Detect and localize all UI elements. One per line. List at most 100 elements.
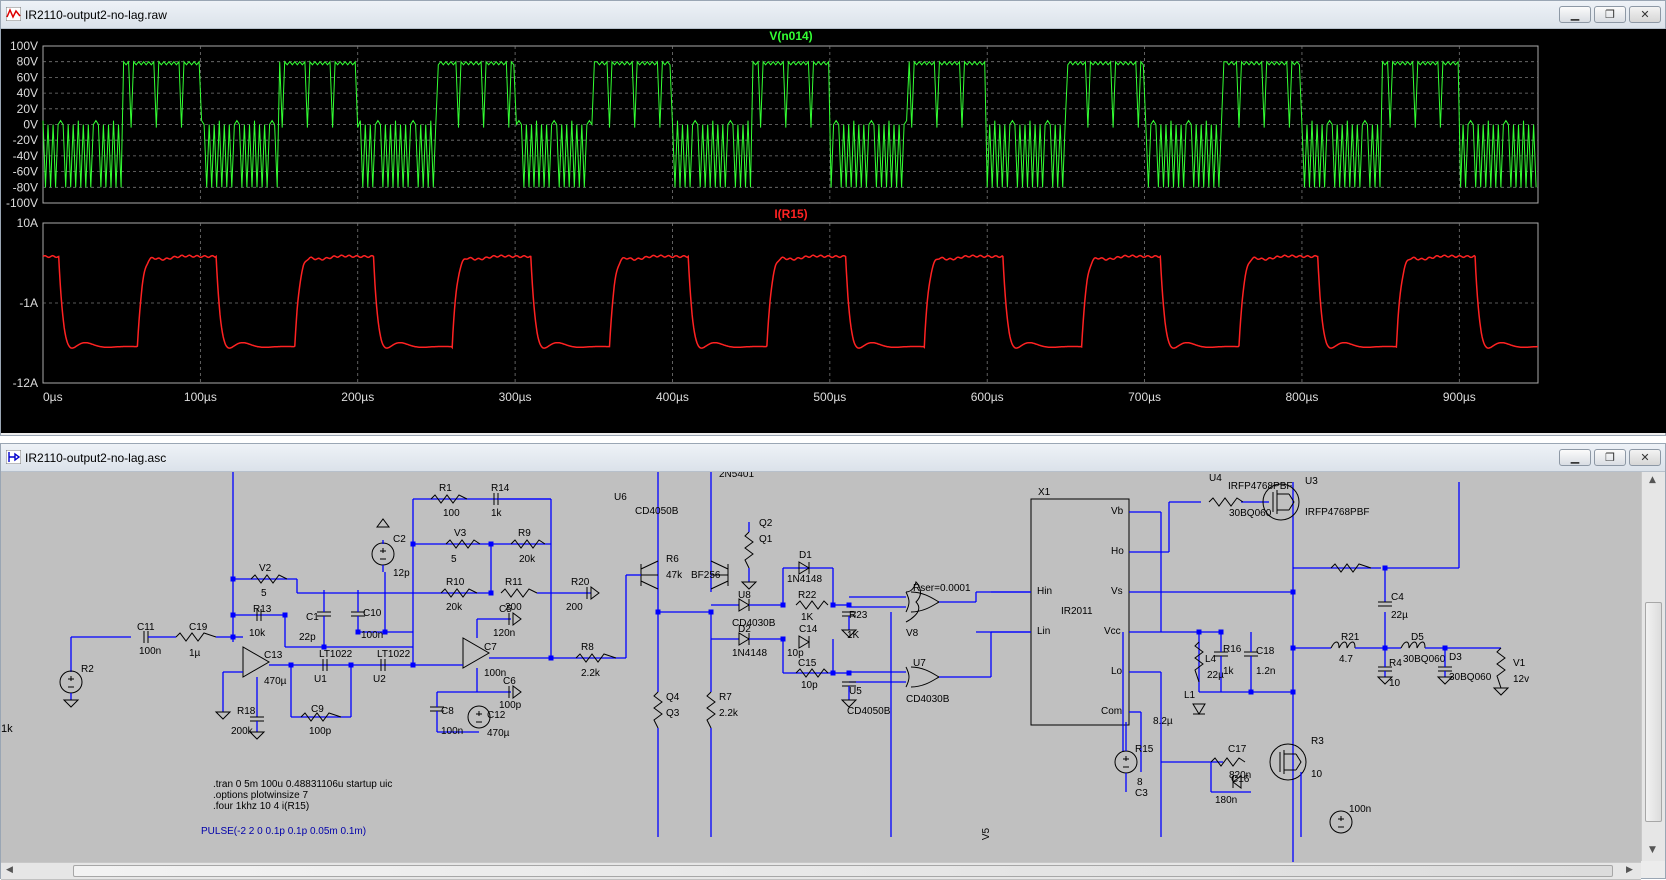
schematic-label: U7 bbox=[913, 658, 926, 669]
c7-ground-symbol bbox=[512, 612, 522, 626]
spice-directive: .four 1khz 10 4 i(R15) bbox=[213, 801, 309, 812]
voltage-y-tick: 100V bbox=[10, 39, 38, 53]
schematic-horizontal-scrollbar[interactable]: ◀ ▶ bbox=[1, 862, 1641, 879]
schematic-minimize-button[interactable]: ▁ bbox=[1559, 449, 1591, 466]
schematic-label: C2 bbox=[393, 534, 406, 545]
waveform-window-title: IR2110-output2-no-lag.raw bbox=[25, 8, 167, 22]
spice-directive: .options plotwinsize 7 bbox=[213, 790, 308, 801]
schematic-label: U6 bbox=[614, 492, 627, 503]
schematic-label: Q2 bbox=[759, 518, 773, 529]
c8-ground-symbol bbox=[512, 685, 522, 699]
resistor-symbol bbox=[653, 691, 663, 729]
voltage-y-tick: 40V bbox=[17, 86, 38, 100]
scroll-down-arrow-icon[interactable]: ▼ bbox=[1649, 845, 1656, 855]
voltage-source-symbol bbox=[467, 705, 491, 729]
voltage-source-symbol bbox=[1329, 810, 1353, 834]
resistor-symbol bbox=[500, 588, 538, 598]
schematic-vertical-scrollbar[interactable]: ▲ ▼ bbox=[1641, 472, 1665, 861]
voltage-y-tick: -40V bbox=[13, 149, 38, 163]
voltage-source-symbol bbox=[371, 542, 395, 566]
x-axis-tick: 800µs bbox=[1285, 390, 1318, 404]
resistor-symbol bbox=[300, 712, 342, 722]
schematic-label: U3 bbox=[1305, 476, 1318, 487]
schematic-label: 100p bbox=[309, 726, 332, 737]
schematic-label: 180n bbox=[1215, 795, 1237, 806]
ground-symbol bbox=[62, 699, 80, 708]
schematic-label: R6 bbox=[666, 554, 679, 565]
voltage-y-tick: -20V bbox=[13, 133, 38, 147]
schematic-label: LT1022 bbox=[377, 649, 411, 660]
junction-dot bbox=[830, 602, 836, 608]
schematic-label: U1 bbox=[314, 674, 327, 685]
schematic-label: C1 bbox=[306, 612, 319, 623]
voltage-y-tick: 60V bbox=[17, 70, 38, 84]
schematic-label: 30BQ060 bbox=[1403, 654, 1446, 665]
schematic-label: 47k bbox=[666, 570, 683, 581]
junction-dot bbox=[1382, 565, 1388, 571]
resistor-symbol bbox=[510, 539, 546, 549]
spice-directive: .tran 0 5m 100u 0.48831106u startup uic bbox=[213, 779, 392, 790]
inductor-l1-symbol bbox=[1400, 641, 1426, 649]
mosfet-u4-symbol bbox=[1269, 743, 1307, 781]
schematic-label: 20k bbox=[446, 602, 463, 613]
schematic-label: Lo bbox=[1111, 666, 1123, 677]
schematic-label: 8 bbox=[1137, 777, 1143, 788]
schematic-label: Vs bbox=[1111, 586, 1123, 597]
scroll-left-arrow-icon[interactable]: ◀ bbox=[6, 865, 13, 875]
schematic-label: R2 bbox=[81, 664, 94, 675]
voltage-y-tick: -100V bbox=[6, 196, 38, 210]
resistor-symbol bbox=[250, 574, 288, 584]
voltage-source-polarity bbox=[68, 676, 74, 688]
horizontal-scroll-thumb[interactable] bbox=[73, 865, 1613, 877]
waveform-titlebar[interactable]: IR2110-output2-no-lag.raw ▁ ❐ ✕ bbox=[1, 1, 1665, 29]
schematic-label: D2 bbox=[738, 624, 751, 635]
x-axis-tick: 400µs bbox=[656, 390, 689, 404]
waveform-plot-area[interactable]: V(n014)I(R15)100V80V60V40V20V0V-20V-40V-… bbox=[1, 29, 1666, 433]
schematic-label: R4 bbox=[1389, 658, 1402, 669]
resistor-symbol bbox=[1210, 757, 1246, 767]
voltage-trace-title: V(n014) bbox=[769, 29, 812, 43]
resistor-symbol bbox=[795, 600, 829, 610]
capacitor-symbol bbox=[380, 659, 386, 671]
scroll-right-arrow-icon[interactable]: ▶ bbox=[1626, 865, 1633, 875]
schematic-label: D3 bbox=[1449, 652, 1462, 663]
schematic-restore-button[interactable]: ❐ bbox=[1594, 449, 1626, 466]
schematic-label: 1k bbox=[1223, 666, 1235, 677]
schematic-label: Vb bbox=[1111, 506, 1124, 517]
xor-gate-u8 bbox=[905, 666, 941, 688]
schematic-label: C17 bbox=[1228, 744, 1247, 755]
waveform-minimize-button[interactable]: ▁ bbox=[1559, 6, 1591, 23]
diode-d2-symbol bbox=[798, 561, 810, 575]
schematic-label: 10k bbox=[249, 628, 266, 639]
schematic-label: C18 bbox=[1256, 646, 1275, 657]
resistor-symbol bbox=[1496, 647, 1506, 689]
ground-symbol bbox=[740, 581, 758, 590]
schematic-label: D1 bbox=[799, 550, 812, 561]
schematic-label: C3 bbox=[1135, 788, 1148, 799]
ground-symbol bbox=[214, 711, 232, 720]
waveform-restore-button[interactable]: ❐ bbox=[1594, 6, 1626, 23]
schematic-label: R23 bbox=[849, 610, 868, 621]
schematic-titlebar[interactable]: IR2110-output2-no-lag.asc ▁ ❐ ✕ bbox=[1, 444, 1665, 472]
schematic-label: D5 bbox=[1411, 632, 1424, 643]
schematic-close-button[interactable]: ✕ bbox=[1629, 449, 1661, 466]
schematic-label: C10 bbox=[363, 608, 382, 619]
schematic-label: 10p bbox=[787, 648, 804, 659]
schematic-label: 30BQ060 bbox=[1229, 508, 1272, 519]
schematic-label: 2.2k bbox=[719, 708, 739, 719]
schematic-label: 10p bbox=[801, 680, 818, 691]
junction-dot bbox=[410, 662, 416, 668]
voltage-source-polarity bbox=[1338, 816, 1344, 828]
vertical-scroll-thumb[interactable] bbox=[1645, 602, 1662, 822]
scroll-up-arrow-icon[interactable]: ▲ bbox=[1649, 475, 1656, 485]
schematic-label: CD4030B bbox=[732, 618, 776, 629]
schematic-label: 2N5401 bbox=[719, 472, 754, 480]
schematic-label: IR2011 bbox=[1061, 606, 1093, 617]
schematic-label: 1N4148 bbox=[732, 648, 767, 659]
schematic-label: 470µ bbox=[264, 676, 287, 687]
waveform-close-button[interactable]: ✕ bbox=[1629, 6, 1661, 23]
mosfet-u3-symbol bbox=[1262, 483, 1300, 521]
resistor-symbol bbox=[1330, 563, 1372, 573]
